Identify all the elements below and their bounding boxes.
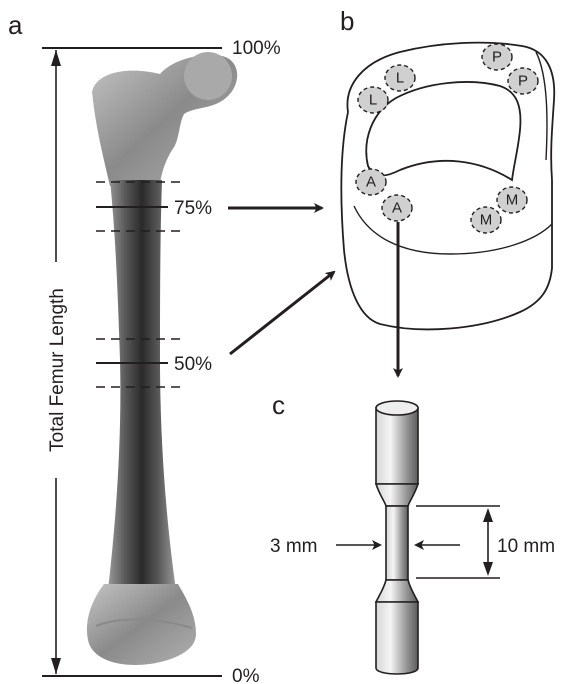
- length-10mm-label: 10 mm: [497, 536, 555, 557]
- site-a1: A: [356, 169, 386, 195]
- svg-text:P: P: [492, 49, 502, 66]
- svg-text:M: M: [480, 212, 493, 229]
- panel-b-label: b: [340, 6, 354, 36]
- site-m2: M: [471, 207, 501, 233]
- svg-text:A: A: [366, 174, 376, 191]
- site-p2: P: [508, 68, 538, 94]
- length-arrow-head-up: [51, 50, 61, 66]
- total-femur-length-label: Total Femur Length: [47, 288, 68, 452]
- pct-75-label: 75%: [174, 198, 212, 219]
- site-a2: A: [382, 195, 412, 221]
- svg-text:A: A: [392, 200, 402, 217]
- pct-0-label: 0%: [232, 666, 260, 684]
- pct-100-label: 100%: [232, 38, 281, 59]
- svg-text:L: L: [396, 70, 404, 87]
- site-l2: L: [358, 87, 388, 113]
- dogbone-specimen: [376, 401, 418, 674]
- femur-xray: [87, 52, 237, 665]
- gauge-arrow-head-up: [483, 508, 493, 522]
- svg-text:M: M: [506, 192, 519, 209]
- width-3mm-label: 3 mm: [270, 536, 318, 557]
- length-arrow-head-down: [51, 658, 61, 674]
- site-m1: M: [497, 187, 527, 213]
- site-l1: L: [385, 65, 415, 91]
- svg-text:P: P: [518, 73, 528, 90]
- site-p1: P: [482, 44, 512, 70]
- svg-text:L: L: [369, 92, 377, 109]
- gauge-arrow-head-down: [483, 562, 493, 576]
- panel-c-label: c: [272, 390, 285, 420]
- pct-50-label: 50%: [174, 354, 212, 375]
- panel-a-label: a: [8, 10, 23, 40]
- arrow-50-to-section: [230, 272, 334, 354]
